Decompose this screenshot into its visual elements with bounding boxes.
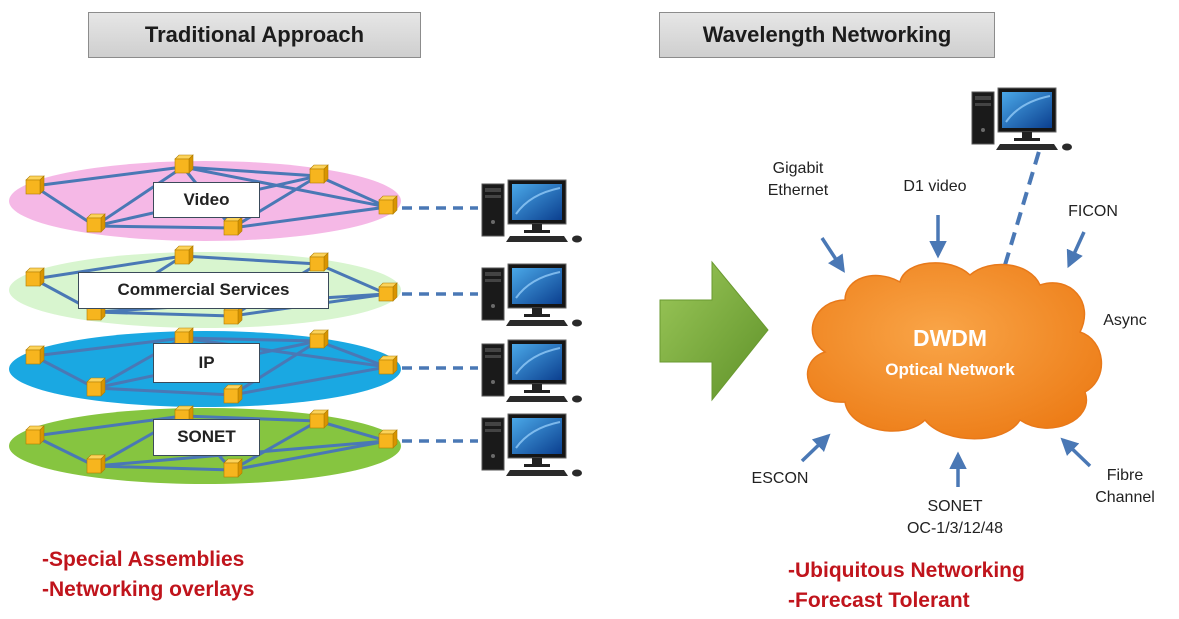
- label-async: Async: [1103, 312, 1147, 329]
- computer-icon: [481, 179, 583, 244]
- cloud-subtitle: Optical Network: [885, 360, 1015, 379]
- dashed-link: [1003, 147, 1042, 266]
- layer-video: [9, 154, 583, 244]
- label-line: Fibre: [1106, 467, 1144, 484]
- computer-icon: [481, 413, 583, 478]
- wavelength-networking-header: Wavelength Networking: [659, 12, 995, 58]
- layer-label-video: Video: [153, 182, 260, 218]
- label-line: Gigabit: [772, 160, 824, 177]
- input-arrows: [800, 215, 1092, 487]
- layer-sonet: [9, 405, 583, 484]
- layer-ip: [9, 327, 583, 407]
- cloud-shape: [806, 262, 1102, 440]
- transition-arrow-icon: [659, 260, 769, 402]
- dwdm-cloud: [806, 262, 1102, 440]
- label-sonet: SONET OC-1/3/12/48: [880, 496, 1030, 540]
- label-d1-video: D1 video: [903, 178, 967, 195]
- label-ficon: FICON: [1068, 203, 1118, 220]
- label-gigabit-ethernet: Gigabit Ethernet: [748, 158, 848, 202]
- note-networking-overlays: -Networking overlays: [42, 578, 255, 601]
- layer-label-ip: IP: [153, 343, 260, 383]
- arrow-gigabit-icon: [820, 237, 845, 273]
- arrow-fibre-channel-icon: [1060, 437, 1092, 468]
- note-forecast-tolerant: -Forecast Tolerant: [788, 589, 970, 612]
- computer-icon: [481, 339, 583, 404]
- computer-icon: [971, 87, 1073, 152]
- right-notes: -Ubiquitous Networking -Forecast Toleran…: [788, 556, 1118, 616]
- computer-icon: [481, 263, 583, 328]
- label-line: SONET: [927, 498, 983, 515]
- label-line: OC-1/3/12/48: [906, 520, 1004, 537]
- arrow-ficon-icon: [1066, 231, 1086, 269]
- label-fibre-channel: Fibre Channel: [1090, 465, 1160, 509]
- cloud-title: DWDM: [912, 325, 988, 351]
- arrow-escon-icon: [800, 433, 831, 463]
- left-notes: -Special Assemblies -Networking overlays: [42, 545, 362, 605]
- note-special-assemblies: -Special Assemblies: [42, 548, 245, 571]
- label-line: Channel: [1095, 489, 1155, 506]
- label-escon: ESCON: [751, 470, 809, 487]
- traditional-approach-header: Traditional Approach: [88, 12, 421, 58]
- layer-label-sonet: SONET: [153, 419, 260, 456]
- label-line: Ethernet: [767, 182, 829, 199]
- layer-label-commercial-services: Commercial Services: [78, 272, 329, 309]
- note-ubiquitous-networking: -Ubiquitous Networking: [788, 559, 1025, 582]
